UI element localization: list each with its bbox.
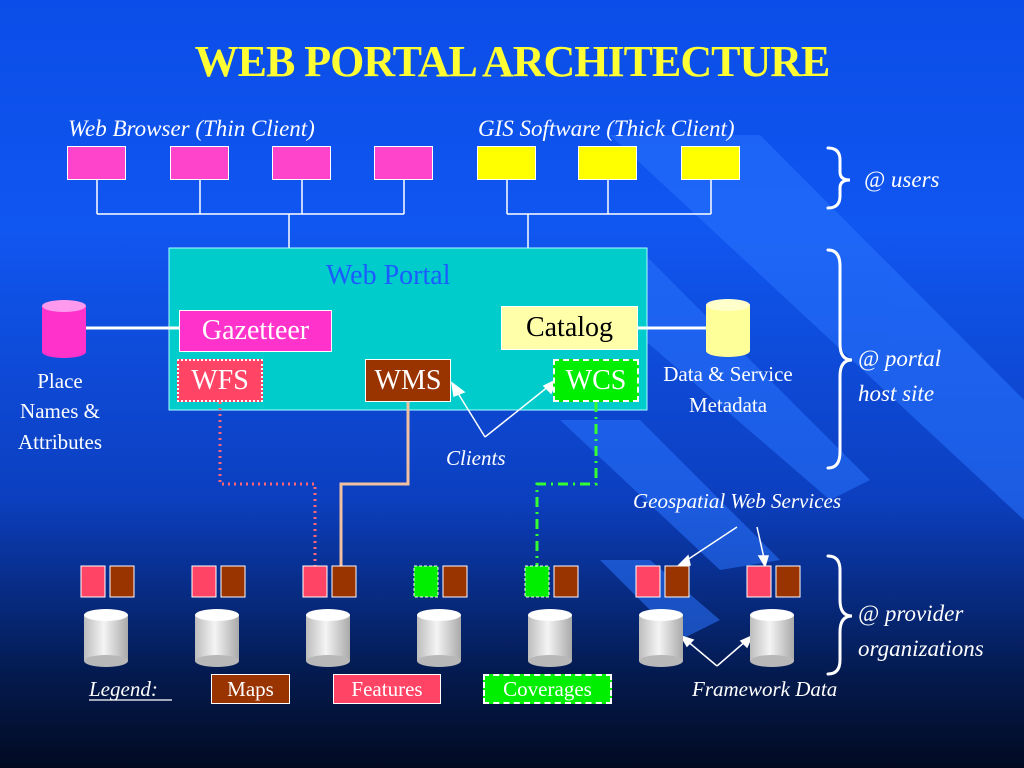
provider-service-icons [80, 565, 801, 598]
provider-5-services [524, 565, 579, 598]
provider-6-database-icon [639, 609, 683, 667]
provider-6-services [635, 565, 690, 598]
provider-4-services [413, 565, 468, 598]
wcs-coverage-link [535, 402, 598, 566]
page-title: WEB PORTAL ARCHITECTURE [194, 37, 831, 86]
wcs-box: WCS [553, 359, 639, 402]
client-connectors [96, 180, 712, 248]
place-names-label-line1: Place [37, 369, 83, 393]
provider-1-database-icon [84, 609, 128, 667]
provider-3-services [302, 565, 357, 598]
portal-brace-label-line2: host site [858, 381, 935, 406]
wfs-feature-link [218, 402, 317, 566]
wms-map-link [339, 402, 410, 566]
place-names-label-line2: Names & [20, 399, 100, 423]
provider-1-services [80, 565, 135, 598]
thin-client-label: Web Browser (Thin Client) [68, 116, 315, 141]
web-browser-client-2 [170, 146, 229, 180]
gis-software-client-2 [578, 146, 637, 180]
provider-2-database-icon [195, 609, 239, 667]
web-portal-title: Web Portal [326, 260, 451, 291]
braces [826, 146, 853, 676]
place-names-database-icon [42, 300, 86, 358]
framework-data-label: Framework Data [692, 677, 838, 701]
portal-brace-label-line1: @ portal [858, 346, 942, 371]
provider-brace [826, 554, 853, 676]
provider-brace-label-line1: @ provider [858, 601, 964, 626]
web-browser-client-4 [374, 146, 433, 180]
metadata-label-line1: Data & Service [663, 362, 793, 386]
users-brace-label: @ users [864, 167, 940, 192]
provider-5-database-icon [528, 609, 572, 667]
provider-7-services [746, 565, 801, 598]
legend-coverages: Coverages [483, 674, 612, 704]
provider-database-icons [84, 609, 794, 667]
metadata-label-line2: Metadata [688, 393, 768, 417]
provider-7-database-icon [750, 609, 794, 667]
provider-2-services [191, 565, 246, 598]
wfs-box: WFS [177, 359, 263, 402]
gazetteer-box: Gazetteer [179, 310, 332, 352]
users-brace [826, 146, 851, 210]
place-names-label-line3: Attributes [18, 430, 102, 454]
legend-label: Legend: [89, 677, 158, 701]
provider-brace-label-line2: organizations [858, 636, 984, 661]
clients-label: Clients [446, 446, 506, 470]
thick-client-label: GIS Software (Thick Client) [478, 116, 735, 141]
geospatial-web-services-label: Geospatial Web Services [633, 489, 842, 513]
gis-software-client-1 [477, 146, 536, 180]
framework-arrows [679, 634, 754, 667]
provider-3-database-icon [306, 609, 350, 667]
web-browser-client-1 [67, 146, 126, 180]
gis-software-client-3 [681, 146, 740, 180]
catalog-box: Catalog [501, 306, 638, 350]
portal-brace [826, 248, 853, 470]
provider-4-database-icon [417, 609, 461, 667]
legend-maps: Maps [211, 674, 290, 704]
web-browser-client-3 [272, 146, 331, 180]
metadata-database-icon [706, 299, 750, 357]
legend-features: Features [333, 674, 441, 704]
wms-box: WMS [365, 359, 451, 402]
